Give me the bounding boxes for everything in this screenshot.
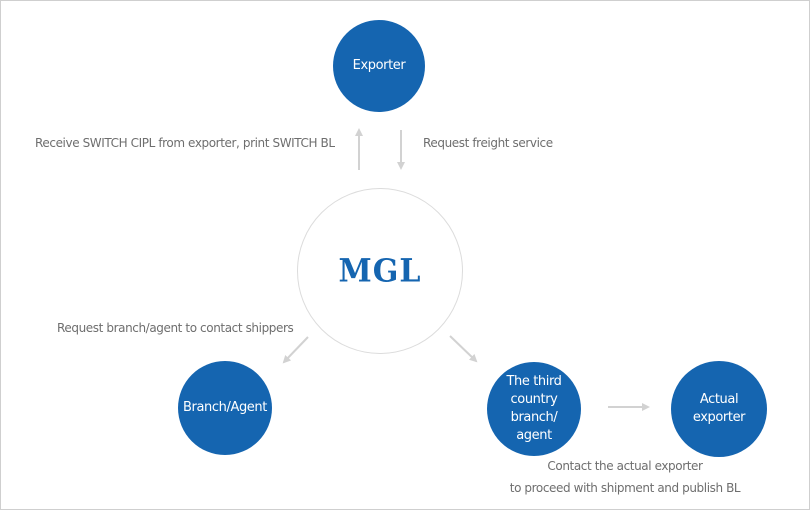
node-actual-exporter: Actual exporter (671, 361, 767, 457)
arrow-hub-to-third-country (449, 335, 478, 363)
node-branch-agent: Branch/Agent (178, 361, 272, 455)
edge-label-third-to-actual-line2: to proceed with shipment and publish BL (509, 481, 741, 495)
hub-mgl: MGL (297, 188, 463, 354)
node-actual-exporter-line1: Actual (699, 392, 739, 407)
edge-label-third-to-actual: Contact the actual exporter to proceed w… (500, 455, 750, 499)
node-branch-agent-label: Branch/Agent (183, 400, 267, 415)
edge-label-hub-to-exporter: Receive SWITCH CIPL from exporter, print… (35, 136, 335, 150)
arrow-hub-to-branch (282, 336, 309, 364)
edge-label-exporter-to-hub: Request freight service (423, 136, 553, 150)
node-exporter-label: Exporter (352, 58, 406, 73)
node-third-country: The third country branch/ agent (487, 362, 581, 456)
mgl-logo: MGL (338, 252, 422, 290)
node-exporter: Exporter (333, 20, 425, 112)
node-actual-exporter-line2: exporter (692, 410, 746, 425)
node-third-country-line1: The third (506, 374, 562, 389)
edge-label-hub-to-branch: Request branch/agent to contact shippers (57, 321, 294, 335)
node-third-country-line2: country branch/ (510, 392, 558, 425)
node-third-country-line3: agent (516, 428, 552, 443)
edge-label-third-to-actual-line1: Contact the actual exporter (547, 459, 703, 473)
